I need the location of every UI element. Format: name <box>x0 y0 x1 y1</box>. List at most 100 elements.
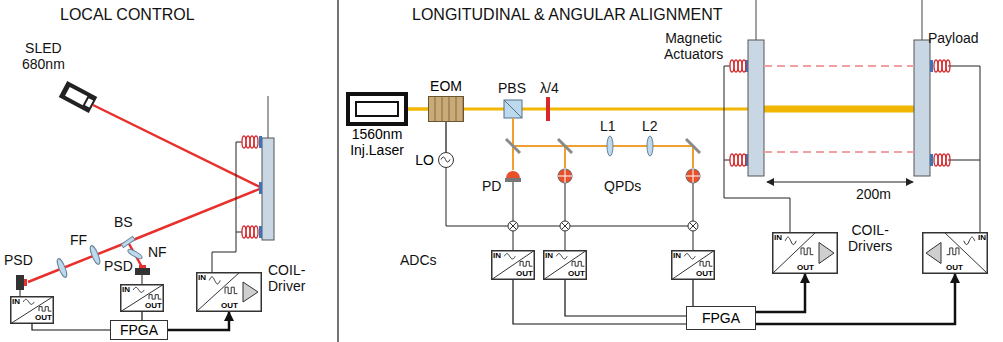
mixer <box>508 221 518 231</box>
suspended-mirror <box>268 96 269 138</box>
panel-divider <box>338 0 339 342</box>
cavity-mirror <box>930 154 933 166</box>
digital-wave <box>947 248 959 255</box>
signal-wire <box>446 168 693 226</box>
pickoff-beam <box>692 146 694 168</box>
port-label: IN <box>198 274 206 282</box>
red-beam <box>28 105 262 282</box>
signal-wire <box>236 232 242 233</box>
dimension-arrow <box>767 182 913 183</box>
suspended-mirror <box>262 138 274 240</box>
quarter-wave-plate <box>546 97 550 121</box>
psd-detector <box>139 265 146 268</box>
sled-source <box>59 81 97 113</box>
converter-divider <box>196 272 240 312</box>
part-label: COIL- Driver <box>268 262 305 294</box>
actuator-coil <box>946 154 950 166</box>
psd-detector <box>135 268 150 275</box>
converter-outline <box>544 251 587 280</box>
actuator-coil <box>946 60 950 72</box>
analog-wave <box>23 299 34 304</box>
digital-wave <box>39 307 51 311</box>
photodetector <box>565 169 566 183</box>
part-label: PD <box>482 178 501 194</box>
part-label: ADCs <box>400 252 437 268</box>
analog-wave <box>504 254 515 259</box>
suspended-mirror <box>259 96 274 240</box>
signal-line <box>756 274 805 312</box>
converter-divider <box>543 250 587 280</box>
signal-line <box>32 324 110 330</box>
photodetector <box>693 169 694 183</box>
panel-heading: LONGITUDINAL & ANGULAR ALIGNMENT <box>412 6 723 24</box>
adc-box: INOUT <box>491 250 535 280</box>
suspended-mirror <box>259 182 262 194</box>
digital-wave <box>520 261 532 266</box>
actuator-coil <box>242 60 950 238</box>
analog-wave <box>785 237 796 245</box>
fpga-box: FPGA <box>686 306 756 330</box>
lens <box>607 136 613 156</box>
converter-outline <box>492 251 535 280</box>
pickoff-beam <box>513 118 693 170</box>
node-label: FPGA <box>120 322 158 338</box>
part-label: L1 <box>600 118 616 134</box>
photodetector <box>506 171 520 178</box>
node-label: LO <box>415 152 434 168</box>
laser-housing <box>355 101 399 117</box>
quarter-wave-plate <box>546 97 550 121</box>
analog-wave <box>684 254 695 259</box>
converter-divider <box>491 250 535 280</box>
port-label: OUT <box>221 302 238 310</box>
converter-outline <box>923 233 988 274</box>
part-label: Magnetic Actuators <box>664 30 723 62</box>
lens <box>55 258 68 279</box>
coil-driver-box: INOUT <box>772 232 838 274</box>
coil-driver-box: IN OUT <box>196 272 262 312</box>
signal-line <box>141 312 142 320</box>
adc-box: INOUT <box>543 250 587 280</box>
cavity-mirror <box>922 0 923 40</box>
part-label: FF <box>70 232 87 248</box>
signal-line <box>168 312 229 330</box>
actuator-coil <box>742 154 746 166</box>
lens <box>607 136 653 156</box>
panel-heading: LOCAL CONTROL <box>60 6 195 24</box>
panel-divider <box>337 0 339 342</box>
signal-wire <box>142 275 143 284</box>
mixer <box>690 223 697 230</box>
analog-wave <box>209 277 220 284</box>
actuator-coil <box>742 60 746 72</box>
part-label: SLED 680nm <box>22 40 65 72</box>
signal-line <box>445 122 446 152</box>
converter-outline <box>672 251 715 280</box>
part-label: PSD <box>104 258 133 274</box>
signal-wire <box>948 66 980 232</box>
signal-wire <box>565 183 566 250</box>
dimension-arrow <box>767 181 913 182</box>
lens <box>647 136 653 156</box>
part-label: NF <box>148 244 167 260</box>
converter-divider <box>10 296 54 324</box>
part-label: λ/4 <box>540 80 559 96</box>
adc-box: INOUT <box>120 284 164 312</box>
digital-wave <box>801 248 813 255</box>
sled-source <box>85 98 93 107</box>
port-label: OUT <box>696 270 713 278</box>
suspended-mirror <box>259 226 262 238</box>
part-label: L2 <box>642 118 658 134</box>
photodetector <box>686 169 700 183</box>
port-label: IN <box>493 252 501 260</box>
part-label: 200m <box>856 186 891 202</box>
sled-source <box>65 87 87 105</box>
red-beam <box>28 105 262 282</box>
cavity-mirror <box>756 0 757 40</box>
node-label: 1560nm Inj.Laser <box>350 126 404 158</box>
port-label: OUT <box>797 264 814 272</box>
pickoff-beam <box>513 145 693 147</box>
lens <box>55 245 143 279</box>
photodetector <box>558 169 572 183</box>
converter-outline <box>11 297 54 324</box>
digital-wave <box>700 261 712 266</box>
oscillator-wave <box>439 153 452 166</box>
